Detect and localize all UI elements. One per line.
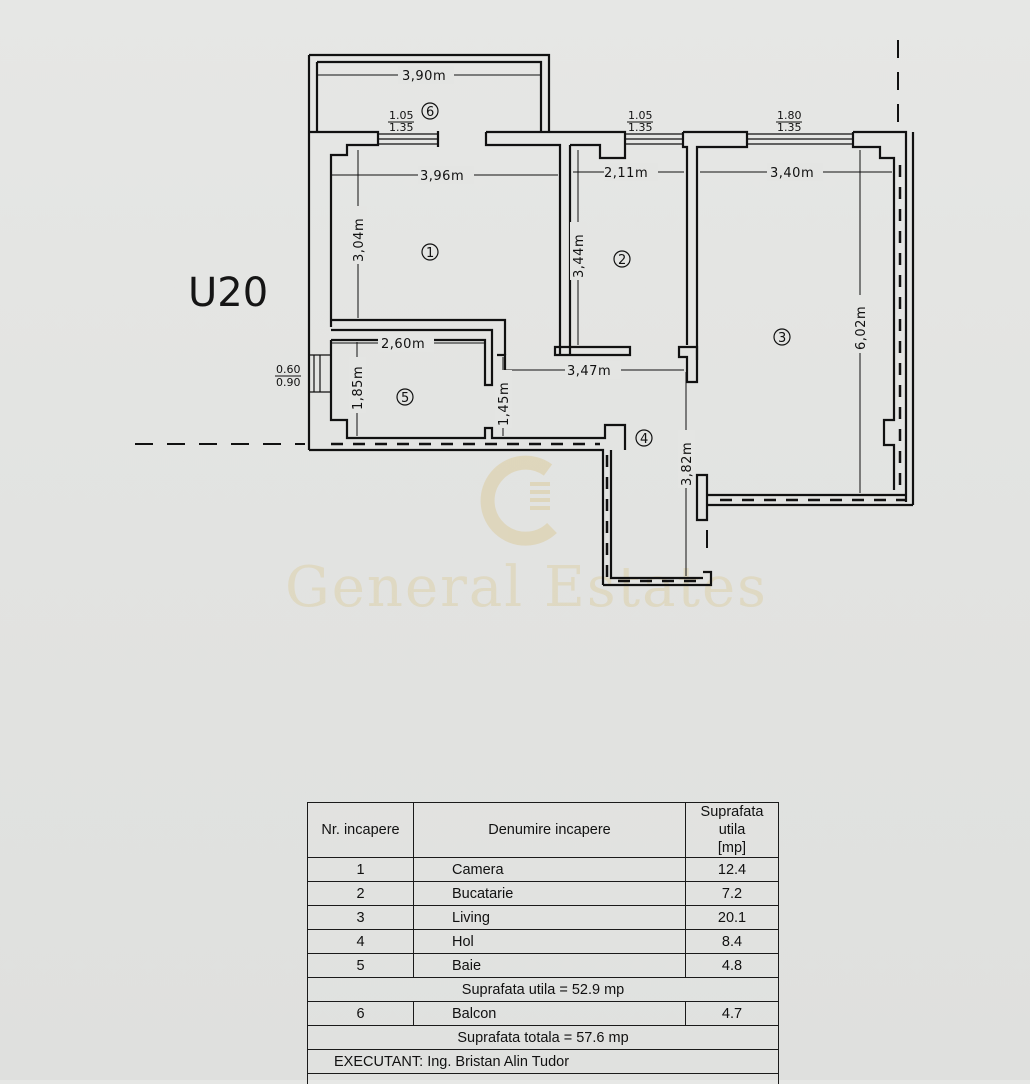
svg-text:0.60: 0.60 <box>276 363 301 376</box>
total-row: Suprafata totala = 57.6 mp <box>308 1026 779 1050</box>
svg-text:1.35: 1.35 <box>628 121 653 134</box>
table-row: 1 Camera 12.4 <box>308 858 779 882</box>
dim-room3-width: 3,40m <box>770 166 814 181</box>
table-header: Nr. incapere Denumire incapere Suprafata… <box>308 803 779 858</box>
dim-room2-height: 3,44m <box>572 234 587 278</box>
header-area: Suprafata utila [mp] <box>686 803 779 858</box>
header-name: Denumire incapere <box>414 803 686 858</box>
header-nr: Nr. incapere <box>308 803 414 858</box>
svg-text:0.90: 0.90 <box>276 376 301 389</box>
svg-text:6: 6 <box>426 105 434 120</box>
dim-room3-height: 6,02m <box>854 306 869 350</box>
table-row: 5 Baie 4.8 <box>308 954 779 978</box>
window-label-2: 1.05 1.35 <box>627 109 653 134</box>
dim-hall-niche: 1,45m <box>497 382 512 426</box>
svg-text:4: 4 <box>640 432 648 447</box>
dim-hall-width: 3,47m <box>567 364 611 379</box>
svg-text:1: 1 <box>426 246 434 261</box>
executant-row: EXECUTANT: Ing. Bristan Alin Tudor <box>308 1050 779 1074</box>
balcony-row: 6 Balcon 4.7 <box>308 1002 779 1026</box>
dim-balcony-width: 3,90m <box>402 69 446 84</box>
dim-room5-height: 1,85m <box>351 366 366 410</box>
area-table: Nr. incapere Denumire incapere Suprafata… <box>307 802 779 1084</box>
blank-row <box>308 1074 779 1084</box>
dim-room5-width: 2,60m <box>381 337 425 352</box>
table-row: 3 Living 20.1 <box>308 906 779 930</box>
table-row: 4 Hol 8.4 <box>308 930 779 954</box>
dim-room2-width: 2,11m <box>604 166 648 181</box>
window-label-4: 0.60 0.90 <box>275 363 301 389</box>
svg-text:5: 5 <box>401 391 409 406</box>
svg-text:2: 2 <box>618 253 626 268</box>
dim-hall-height: 3,82m <box>680 442 695 486</box>
table-row: 2 Bucatarie 7.2 <box>308 882 779 906</box>
window-label-1: 1.05 1.35 <box>388 109 414 134</box>
svg-text:3: 3 <box>778 331 786 346</box>
window-label-3: 1.80 1.35 <box>776 109 802 134</box>
dim-room1-height: 3,04m <box>352 218 367 262</box>
dim-room1-width: 3,96m <box>420 169 464 184</box>
svg-text:1.35: 1.35 <box>777 121 802 134</box>
svg-text:1.35: 1.35 <box>389 121 414 134</box>
subtotal-row: Suprafata utila = 52.9 mp <box>308 978 779 1002</box>
